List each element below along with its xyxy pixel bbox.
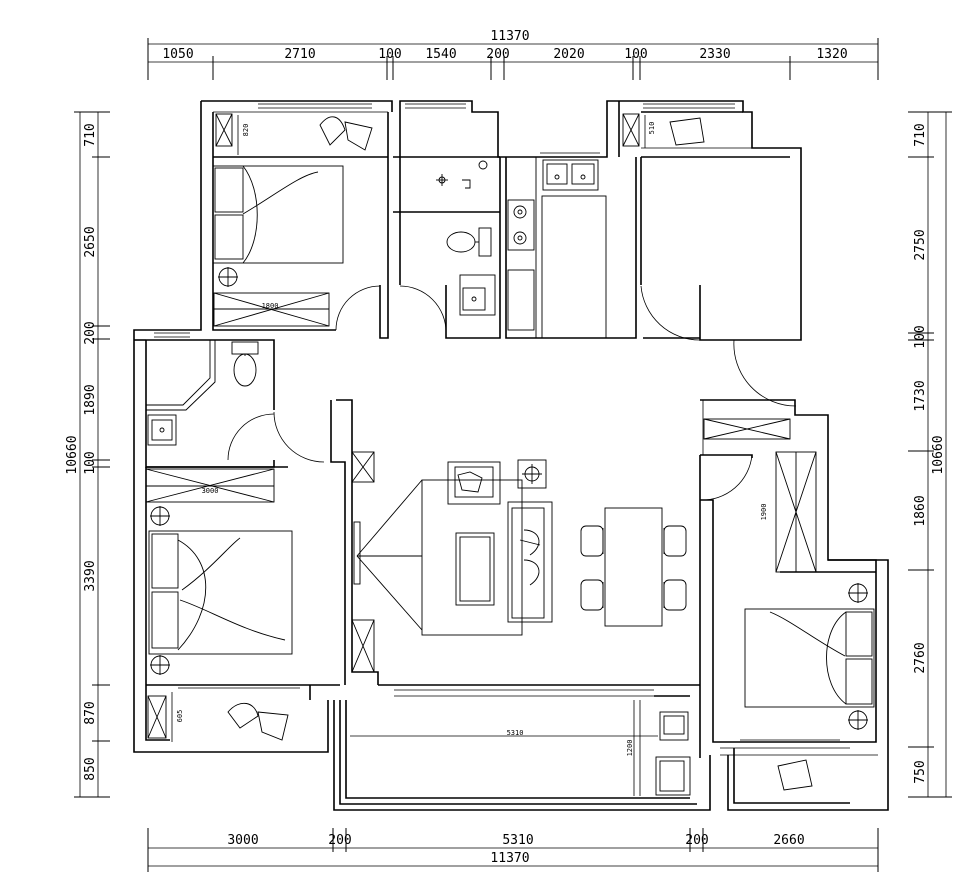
dimension-bottom: 3000 200 5310 200 2660 11370 <box>147 828 879 872</box>
stove <box>507 199 535 251</box>
wardrobe-mid-left: 3000 <box>145 468 275 503</box>
dim-left-seg: 2650 <box>83 226 98 257</box>
dim-right-seg: 2760 <box>913 642 928 673</box>
dim-right-seg: 1730 <box>913 380 928 411</box>
dim-left-total: 10660 <box>65 435 80 474</box>
tv-cabinet <box>351 451 375 673</box>
armchair <box>447 461 501 505</box>
cabinet-entry-right <box>703 418 791 440</box>
balcony-bottom: 5310 1200 <box>350 700 691 796</box>
dim-top-total: 11370 <box>490 29 529 44</box>
side-table <box>517 459 547 489</box>
dim-top-seg: 100 <box>378 47 401 62</box>
bed-master <box>148 506 293 675</box>
dim-right-seg: 710 <box>913 123 928 146</box>
toilet-top <box>446 227 492 257</box>
dimension-top: 11370 1050 2710 100 1540 200 2020 100 23… <box>147 29 879 80</box>
dim-bottom-seg: 3000 <box>227 833 258 848</box>
laundry-bottom-left: 605 <box>171 692 289 742</box>
dim-bottom-total: 11370 <box>490 851 529 866</box>
walls <box>133 100 889 811</box>
dim-top-seg: 100 <box>624 47 647 62</box>
dim-top-seg: 2710 <box>284 47 315 62</box>
dim-top-seg: 1540 <box>425 47 456 62</box>
dining-set <box>580 507 687 627</box>
dim-top-seg: 1050 <box>162 47 193 62</box>
living-room-furniture <box>356 459 687 636</box>
bed-right <box>744 583 875 730</box>
sink-left <box>147 414 177 446</box>
dim-top-seg: 1320 <box>816 47 847 62</box>
sofa <box>507 501 553 623</box>
balcony-depth: 1200 <box>626 740 634 757</box>
wardrobe-right: 1900 <box>760 451 817 573</box>
dimension-right: 710 2750 100 1730 1860 2760 750 10660 <box>908 111 952 798</box>
kitchen <box>505 156 607 339</box>
dim-right-seg: 100 <box>913 325 928 348</box>
dim-right-seg: 750 <box>913 760 928 783</box>
dim-top-seg: 2330 <box>699 47 730 62</box>
dim-right-total: 10660 <box>931 435 946 474</box>
balcony-length: 5310 <box>507 729 524 737</box>
dim-bottom-seg: 2660 <box>773 833 804 848</box>
wardrobes: 1800 3000 1900 <box>145 113 817 739</box>
bed-top-left <box>212 165 344 287</box>
wardrobe-mid-left-size: 3000 <box>202 487 219 495</box>
wardrobe-top-left: 1800 <box>213 292 330 327</box>
doors <box>227 285 797 501</box>
bathrooms <box>146 160 496 446</box>
dim-left-seg: 850 <box>83 757 98 780</box>
beds <box>148 165 875 730</box>
balconies: 5310 1200 820 510 605 <box>171 115 813 796</box>
dim-left-seg: 100 <box>83 451 98 474</box>
rug <box>356 479 523 636</box>
dim-left-seg: 1890 <box>83 384 98 415</box>
dim-left-seg: 200 <box>83 321 98 344</box>
wardrobe-top-left-size: 1800 <box>262 302 279 310</box>
tag-top-right: 510 <box>648 122 656 135</box>
dim-top-seg: 200 <box>486 47 509 62</box>
dim-bottom-seg: 200 <box>328 833 351 848</box>
dim-right-seg: 2750 <box>913 229 928 260</box>
laundry-bottom-right <box>777 759 813 791</box>
tag-top-left: 820 <box>242 124 250 137</box>
tag-bottom-left: 605 <box>176 710 184 723</box>
dim-left-seg: 710 <box>83 123 98 146</box>
dimension-left: 710 2650 200 1890 100 3390 870 850 10660 <box>65 111 110 798</box>
dim-right-seg: 1860 <box>913 495 928 526</box>
dim-bottom-seg: 5310 <box>502 833 533 848</box>
dim-bottom-seg: 200 <box>685 833 708 848</box>
laundry-top-left: 820 <box>237 115 373 155</box>
dim-left-seg: 3390 <box>83 560 98 591</box>
sink-top <box>459 274 496 316</box>
shower <box>436 160 488 189</box>
dim-left-seg: 870 <box>83 701 98 724</box>
coffee-table <box>455 532 495 606</box>
small-cabinets <box>147 113 640 739</box>
wardrobe-right-size: 1900 <box>760 504 768 521</box>
dim-top-seg: 2020 <box>553 47 584 62</box>
laundry-top-right: 510 <box>644 115 705 148</box>
toilet-left <box>231 341 259 387</box>
dimension-top-ticks <box>147 38 879 80</box>
